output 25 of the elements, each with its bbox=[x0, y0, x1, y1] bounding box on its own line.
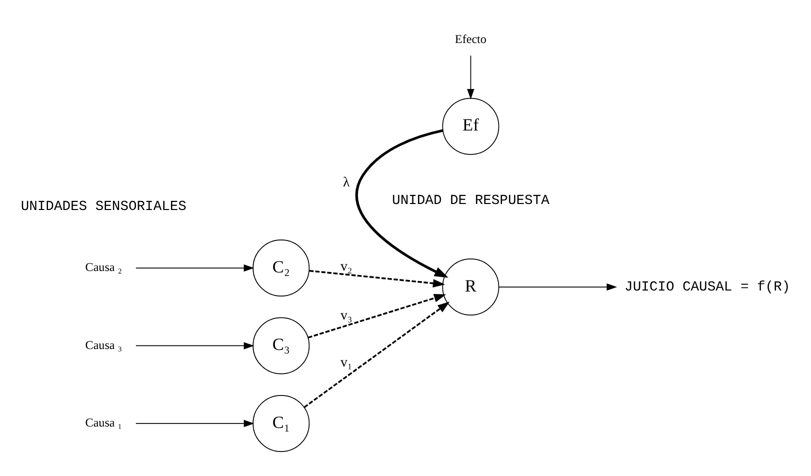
node-circle: C₁ bbox=[252, 394, 310, 452]
node-text: Causa ₂ bbox=[85, 260, 122, 274]
arrow bbox=[136, 264, 254, 272]
node-circle: Ef bbox=[442, 98, 500, 155]
node-circle: C₃ bbox=[252, 317, 310, 374]
node-text: JUICIO CAUSAL = f(R) bbox=[624, 280, 790, 296]
arrow bbox=[304, 302, 450, 408]
arrow bbox=[136, 342, 254, 350]
arrow bbox=[467, 55, 474, 100]
node-text: Causa ₃ bbox=[85, 338, 122, 352]
node-text: Causa ₁ bbox=[85, 416, 122, 430]
node-circle: C₂ bbox=[252, 240, 310, 297]
label: UNIDAD DE RESPUESTA bbox=[392, 194, 550, 209]
label: UNIDADES SENSORIALES bbox=[20, 200, 186, 215]
edge-label: λ bbox=[342, 174, 350, 190]
edge-label: v₁ bbox=[340, 354, 352, 370]
edge-label: v₂ bbox=[340, 258, 352, 274]
arrow bbox=[136, 420, 254, 428]
arrow bbox=[498, 283, 618, 291]
arrow bbox=[308, 294, 446, 338]
node-circle: R bbox=[442, 258, 500, 316]
edge-label: v₃ bbox=[340, 308, 352, 323]
arrow bbox=[355, 129, 448, 278]
arrow bbox=[309, 270, 446, 288]
node-text: Efecto bbox=[454, 32, 486, 46]
